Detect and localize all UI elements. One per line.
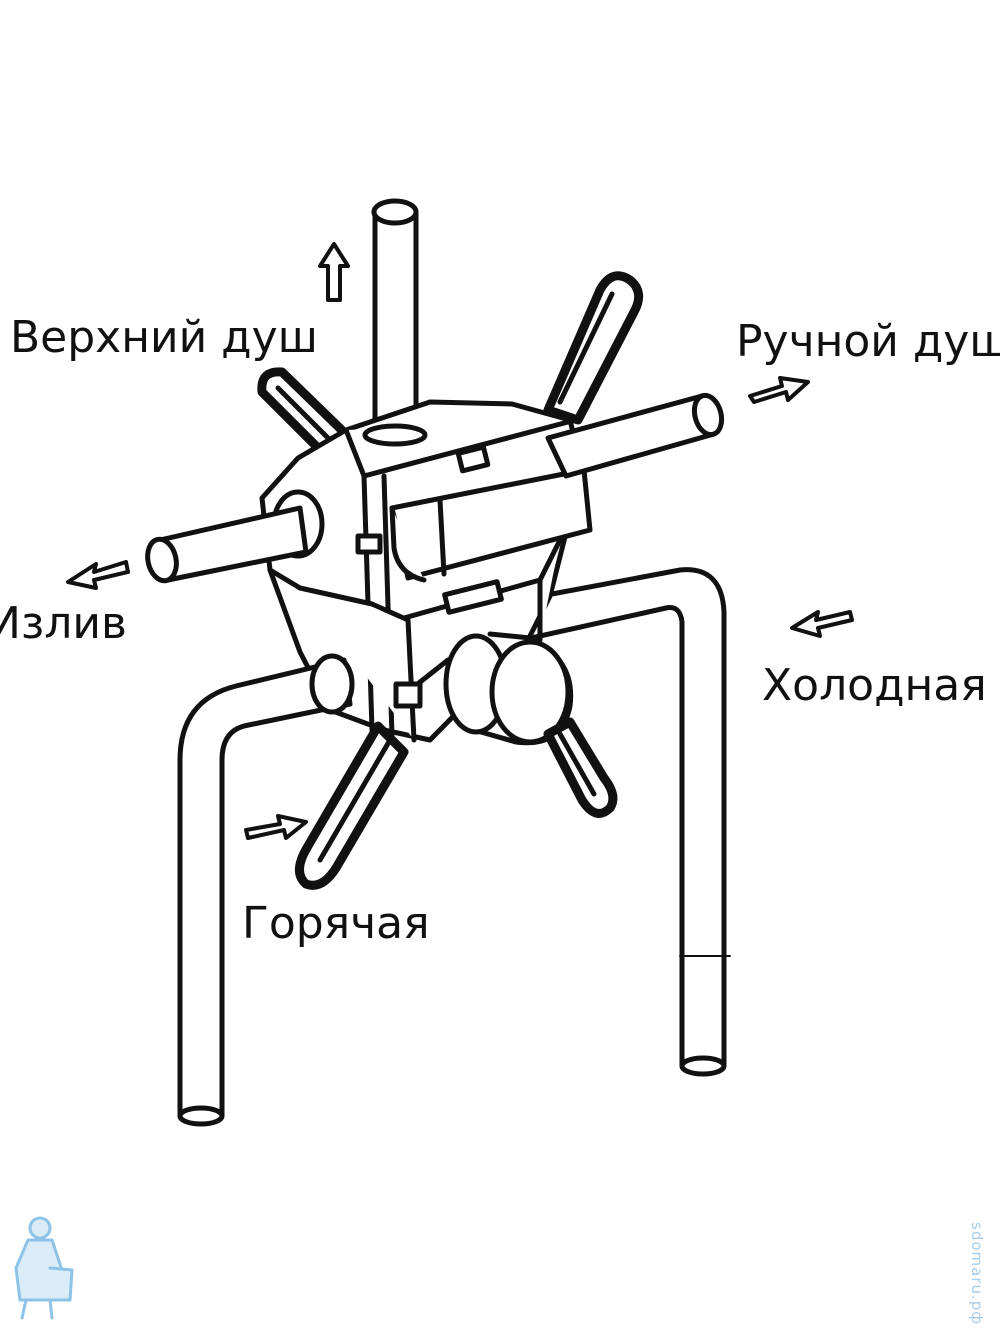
lower-right-handle xyxy=(543,717,618,818)
hot-supply-pipe xyxy=(177,653,355,1127)
label-hand-shower: Ручной душ xyxy=(736,316,1000,367)
front-module xyxy=(355,444,593,709)
lower-left-handle xyxy=(295,721,409,890)
label-spout: Излив xyxy=(0,598,127,649)
top-shower-pipe xyxy=(371,198,419,441)
arrow-left-cold-icon xyxy=(790,610,854,638)
spout-pipe xyxy=(145,489,325,584)
label-top-shower: Верхний душ xyxy=(10,312,318,363)
label-hot: Горячая xyxy=(242,898,430,949)
plumber-logo-icon xyxy=(14,1216,74,1320)
upper-right-handle xyxy=(543,271,644,425)
arrow-up-icon xyxy=(318,242,350,302)
front-cylinder xyxy=(443,631,574,746)
label-cold: Холодная xyxy=(762,660,987,711)
arrow-left-icon xyxy=(66,560,130,590)
watermark-text: sdomaru.рф xyxy=(968,1222,986,1326)
arrow-right-icon xyxy=(748,376,810,404)
arrow-right-hot-icon xyxy=(244,814,308,840)
cold-supply-pipe xyxy=(517,567,727,1077)
hand-shower-pipe xyxy=(545,392,725,479)
